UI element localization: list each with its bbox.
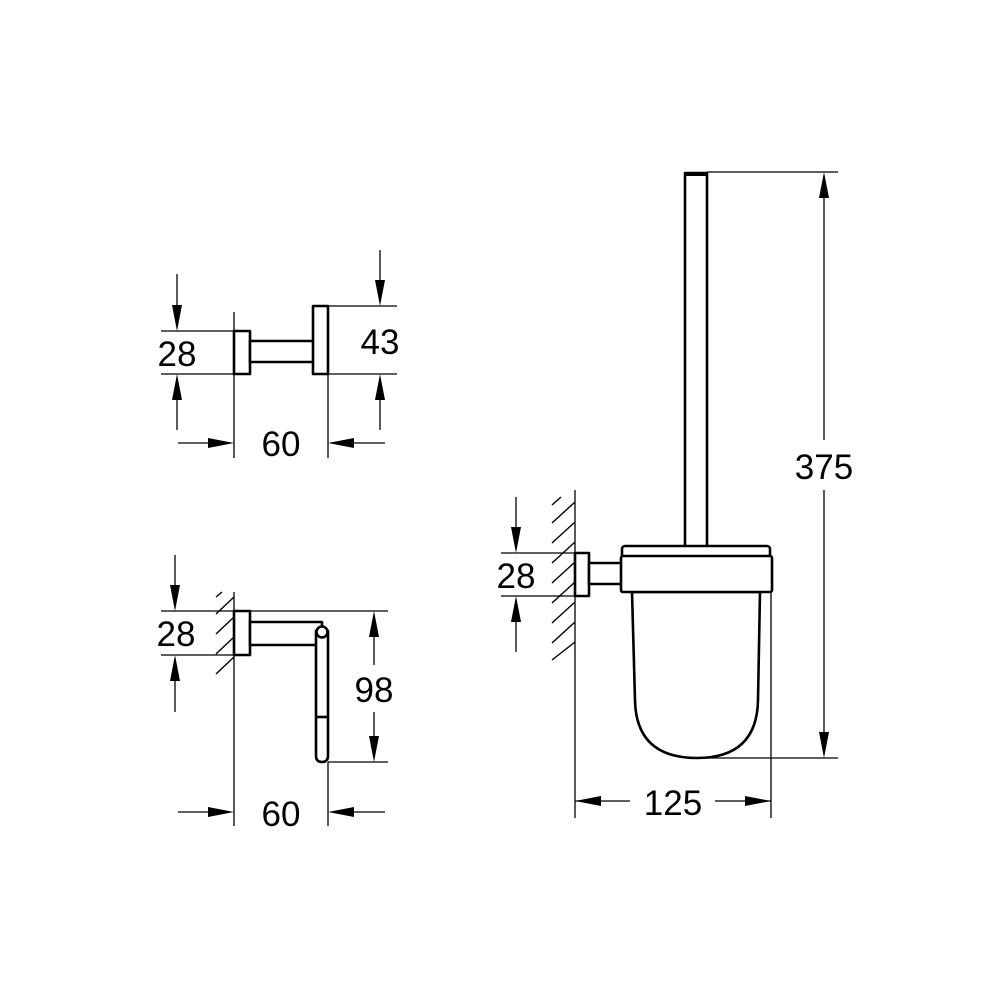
holder-dim-28-label: 28 — [157, 615, 196, 654]
brush-cup — [630, 590, 762, 760]
holder-vertical-bar — [314, 629, 330, 764]
brush-connector — [587, 561, 624, 586]
robe-hook-drawing: 28 43 60 — [158, 250, 399, 464]
hook-dim-60-label: 60 — [262, 425, 301, 464]
toilet-brush-drawing: 28 375 125 — [497, 171, 853, 823]
holder-dim-28: 28 — [157, 555, 234, 712]
hook-end-plate — [311, 304, 330, 376]
brush-holder-band — [619, 554, 774, 594]
brush-dim-125: 125 — [575, 592, 772, 823]
brush-dim-125-label: 125 — [644, 784, 702, 823]
brush-dim-28: 28 — [497, 497, 588, 652]
hook-dim-28-label: 28 — [158, 335, 197, 374]
holder-pivot — [315, 625, 329, 639]
brush-dim-375: 375 — [697, 171, 853, 759]
brush-handle-cap — [685, 172, 707, 176]
holder-arm — [248, 620, 324, 647]
hook-base-plate — [232, 329, 252, 376]
hook-dim-43: 43 — [328, 250, 399, 430]
hook-rod — [248, 339, 322, 364]
holder-wall-hatch — [215, 591, 235, 675]
hook-dim-28: 28 — [158, 274, 234, 430]
brush-dim-28-label: 28 — [497, 557, 536, 596]
holder-base-plate — [232, 609, 252, 657]
hook-dim-43-label: 43 — [361, 323, 400, 362]
paper-holder-drawing: 28 98 60 — [157, 555, 394, 834]
hook-dim-60: 60 — [178, 425, 385, 464]
holder-dim-98: 98 — [250, 610, 394, 763]
brush-wall-plate — [573, 551, 591, 598]
holder-dim-60: 60 — [178, 795, 385, 834]
holder-dim-60-label: 60 — [262, 795, 301, 834]
brush-wall-hatch — [551, 496, 576, 661]
brush-dim-375-label: 375 — [795, 448, 853, 487]
brush-handle — [683, 171, 709, 549]
holder-dim-98-label: 98 — [355, 671, 394, 710]
